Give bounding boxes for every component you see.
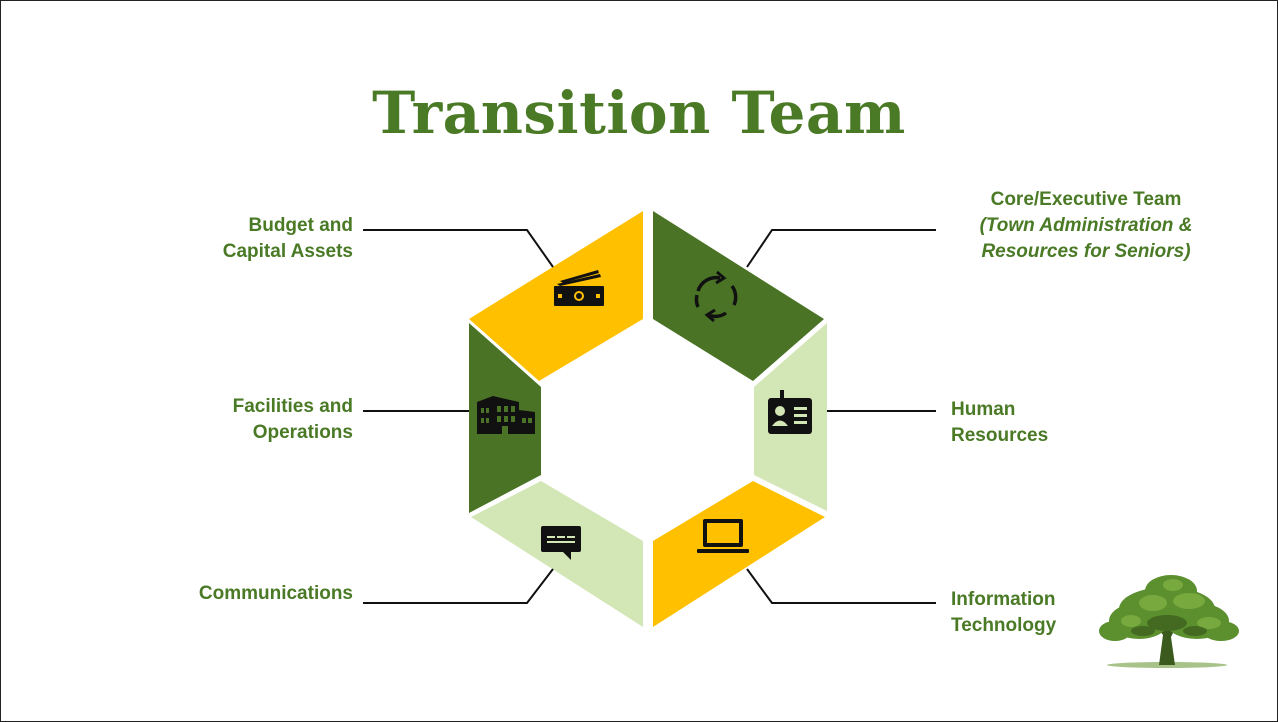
label-line: Resources: [951, 425, 1049, 446]
label-line: Facilities and: [232, 396, 353, 417]
label-it: Information Technology: [951, 587, 1151, 639]
connector-comms: [363, 568, 554, 604]
label-core: Core/Executive Team (Town Administration…: [931, 187, 1241, 265]
label-facilities: Facilities and Operations: [151, 394, 353, 446]
label-line: Budget and: [248, 215, 354, 236]
building-icon: [477, 396, 535, 434]
connector-core: [746, 229, 936, 268]
connector-lines: [363, 229, 936, 604]
segment-it: [653, 481, 825, 627]
label-line: Capital Assets: [222, 241, 353, 262]
label-line: Operations: [252, 422, 353, 443]
label-line: Technology: [951, 615, 1057, 636]
tree-logo-icon: [1099, 575, 1239, 668]
label-line: Core/Executive Team: [990, 189, 1182, 210]
label-communications: Communications: [121, 581, 353, 607]
label-line: Human: [951, 399, 1016, 420]
money-bill-icon: [554, 270, 604, 306]
laptop-icon: [697, 519, 749, 553]
connector-it: [746, 568, 936, 604]
id-badge-icon: [768, 390, 812, 434]
label-line-italic: Resources for Seniors): [981, 241, 1191, 262]
segment-core: [653, 211, 824, 381]
label-line: Information: [951, 589, 1056, 610]
label-budget: Budget and Capital Assets: [151, 213, 353, 265]
refresh-cycle-icon: [694, 270, 738, 323]
label-line-italic: (Town Administration &: [979, 215, 1193, 236]
chat-message-icon: [541, 526, 581, 560]
label-hr: Human Resources: [951, 397, 1151, 449]
segment-comms: [471, 481, 643, 627]
connector-budget: [363, 229, 554, 268]
page-title: Transition Team: [372, 79, 906, 147]
label-line: Communications: [198, 583, 353, 604]
